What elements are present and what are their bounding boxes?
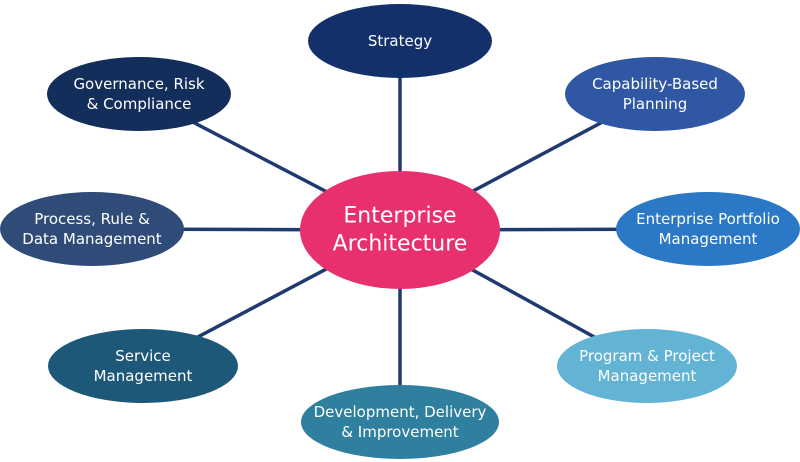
node-capability-based-planning-label-line-1: Capability-Based <box>592 75 718 93</box>
node-governance-risk-compliance-shape <box>47 57 231 131</box>
node-service-management-label-line-1: Service <box>115 347 170 365</box>
node-capability-based-planning-shape <box>565 57 745 131</box>
node-capability-based-planning-label-line-2: Planning <box>623 95 688 113</box>
node-service-management-label-line-2: Management <box>94 367 193 385</box>
node-development-delivery-improvement-label-line-1: Development, Delivery <box>314 403 487 421</box>
node-development-delivery-improvement-shape <box>301 385 499 459</box>
node-strategy-shape <box>308 4 492 78</box>
node-governance-risk-compliance-label-line-1: Governance, Risk <box>73 75 204 93</box>
node-process-rule-data-management-shape <box>0 192 184 266</box>
node-enterprise-portfolio-management-shape <box>616 192 800 266</box>
node-program-project-management-shape <box>557 329 737 403</box>
node-development-delivery-improvement-label-line-2: & Improvement <box>341 423 458 441</box>
node-enterprise-portfolio-management-label-line-1: Enterprise Portfolio <box>636 210 780 228</box>
node-service-management-shape <box>48 329 238 403</box>
satellite-nodes: StrategyCapability-BasedPlanningEnterpri… <box>0 4 800 459</box>
node-process-rule-data-management-label-line-2: Data Management <box>22 230 162 248</box>
node-strategy: Strategy <box>308 4 492 78</box>
node-governance-risk-compliance: Governance, Risk & Compliance <box>47 57 231 131</box>
node-governance-risk-compliance-label-line-2: & Compliance <box>87 95 192 113</box>
node-process-rule-data-management-label-line-1: Process, Rule & <box>34 210 150 228</box>
hub-label-line-2: Architecture <box>333 232 468 257</box>
node-strategy-label-line-1: Strategy <box>368 32 432 50</box>
node-program-project-management-label-line-1: Program & Project <box>579 347 715 365</box>
node-program-project-management-label-line-2: Management <box>598 367 697 385</box>
hub-shape <box>300 171 500 289</box>
node-process-rule-data-management: Process, Rule & Data Management <box>0 192 184 266</box>
node-development-delivery-improvement: Development, Delivery & Improvement <box>301 385 499 459</box>
hub-label-line-1: Enterprise <box>343 204 456 229</box>
node-enterprise-portfolio-management-label-line-2: Management <box>659 230 758 248</box>
